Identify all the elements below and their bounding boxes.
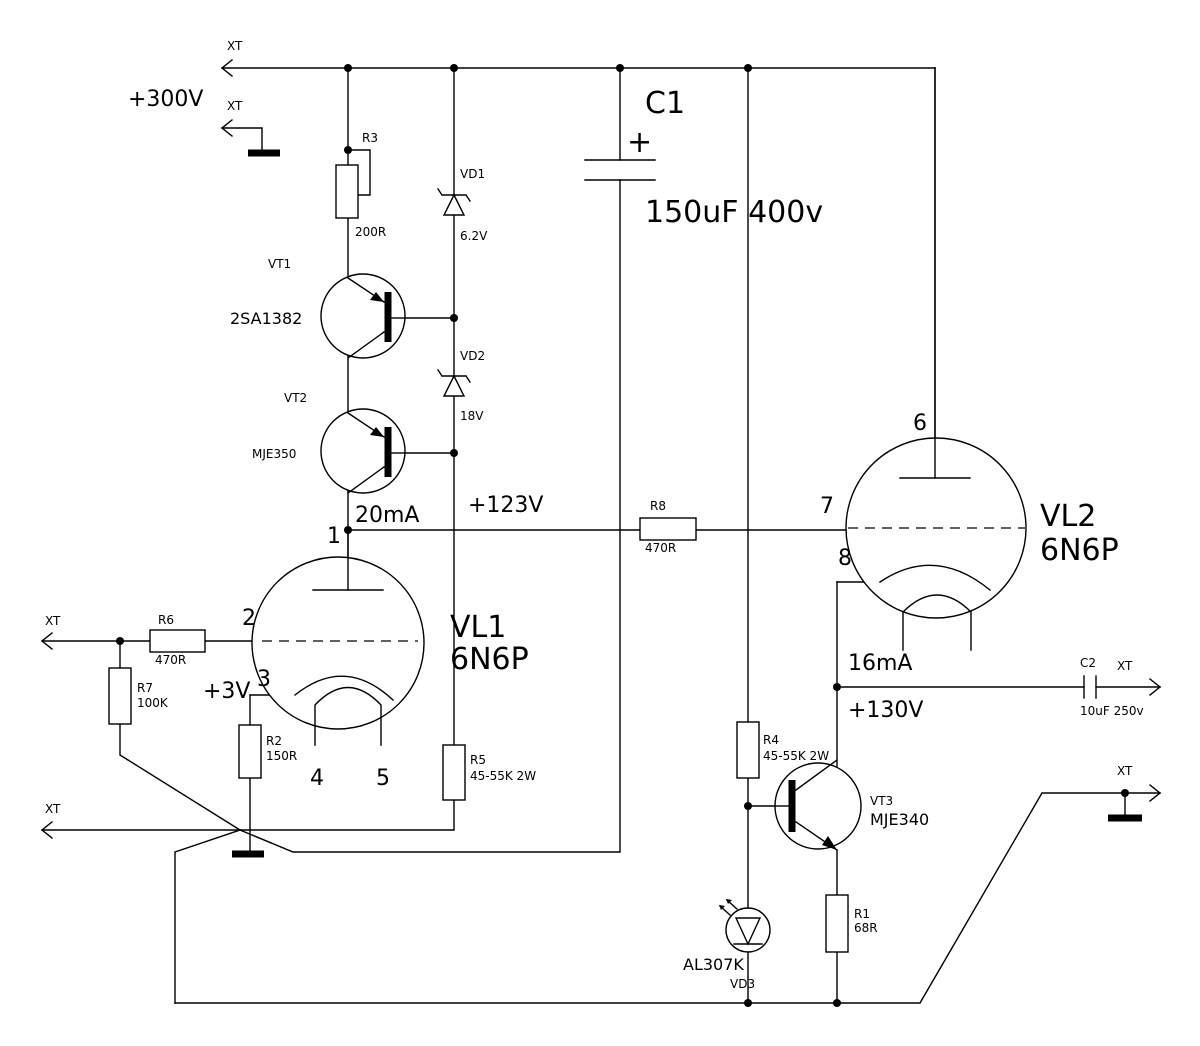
r7-resistor: R7 100K [108, 667, 169, 725]
c2-ref: C2 [1080, 656, 1096, 670]
r5-resistor: R5 45-55K 2W [442, 744, 536, 801]
r4-resistor: R4 45-55K 2W [736, 721, 829, 779]
vl1-tube: 1 2 3 4 5 VL1 6N6P [242, 524, 529, 791]
vl1-current-label: 20mA [355, 503, 419, 528]
r5-ref: R5 [470, 753, 486, 767]
vd1-zener: VD1 6.2V [437, 167, 488, 243]
out-voltage-label: +130V [848, 698, 923, 723]
vl1-ref: VL1 [450, 610, 506, 645]
vt2-ref: VT2 [284, 391, 307, 405]
vt2-part: MJE350 [252, 447, 296, 461]
r4-value: 45-55K 2W [763, 749, 829, 763]
vd1-value: 6.2V [460, 229, 488, 243]
c1-ref: C1 [645, 86, 685, 121]
c1-capacitor: C1 + 150uF 400v [584, 86, 823, 230]
vl2-tube: 6 7 8 VL2 6N6P [820, 67, 1119, 651]
vd2-value: 18V [460, 409, 484, 423]
vd2-ref: VD2 [460, 349, 485, 363]
vt3-ref: VT3 [870, 794, 893, 808]
c1-plus: + [627, 125, 652, 160]
vt3-part: MJE340 [870, 810, 929, 829]
vd2-zener: VD2 18V [437, 349, 485, 423]
xt-label-out: XT [1117, 659, 1133, 673]
vd3-ref: VD3 [730, 977, 755, 991]
vt3-transistor: VT3 MJE340 [774, 759, 929, 851]
r3-resistor: R3 200R [335, 131, 386, 239]
r4-ref: R4 [763, 733, 779, 747]
xt-label-in: XT [45, 614, 61, 628]
vl2-current-label: 16mA [848, 651, 912, 676]
vl2-pin-8: 8 [838, 546, 852, 571]
supply-voltage-label: +300V [128, 87, 203, 112]
r8-value: 470R [645, 541, 676, 555]
xt-label-top: XT [227, 39, 243, 53]
vl1-pin-2: 2 [242, 606, 256, 631]
xt-label-gnd2: XT [1117, 764, 1133, 778]
vd3-part: AL307K [683, 955, 744, 974]
r6-value: 470R [155, 653, 186, 667]
xt-label-gnd: XT [227, 99, 243, 113]
vl1-pin-3: 3 [257, 667, 271, 692]
vt1-transistor: VT1 2SA1382 [230, 257, 406, 359]
r5-value: 45-55K 2W [470, 769, 536, 783]
r6-resistor: R6 470R [149, 613, 206, 667]
r8-resistor: R8 470R [639, 499, 697, 555]
vt2-transistor: VT2 MJE350 [252, 391, 406, 494]
ground-symbols [232, 149, 1142, 858]
vt1-part: 2SA1382 [230, 309, 302, 328]
junction-dots [116, 64, 1129, 1007]
node-voltage-label: +123V [468, 493, 543, 518]
r6-ref: R6 [158, 613, 174, 627]
xt-label-ret: XT [45, 802, 61, 816]
r1-resistor: R1 68R [825, 894, 878, 953]
vl1-pin-5: 5 [376, 766, 390, 791]
c2-value: 10uF 250v [1080, 704, 1144, 718]
vl2-pin-7: 7 [820, 494, 834, 519]
vl1-pin-4: 4 [310, 766, 324, 791]
vl2-pin-6: 6 [913, 411, 927, 436]
vl2-tube-type: 6N6P [1040, 533, 1119, 568]
vd1-ref: VD1 [460, 167, 485, 181]
r7-value: 100K [137, 696, 169, 710]
r8-ref: R8 [650, 499, 666, 513]
r2-value: 150R [266, 749, 297, 763]
r7-ref: R7 [137, 681, 153, 695]
r2-resistor: R2 150R [238, 724, 297, 779]
vt1-ref: VT1 [268, 257, 291, 271]
vl1-tube-type: 6N6P [450, 642, 529, 677]
r1-ref: R1 [854, 907, 870, 921]
r1-value: 68R [854, 921, 878, 935]
vd3-led: AL307K VD3 [683, 899, 771, 991]
xt-connectors: XT XT XT XT XT XT [40, 39, 1162, 839]
r3-ref: R3 [362, 131, 378, 145]
c1-value: 150uF 400v [645, 195, 823, 230]
c2-capacitor: C2 10uF 250v [1080, 656, 1144, 718]
r2-ref: R2 [266, 734, 282, 748]
bias-voltage-label: +3V [203, 679, 250, 704]
vl2-ref: VL2 [1040, 499, 1096, 534]
r3-value: 200R [355, 225, 386, 239]
vl1-pin-1: 1 [327, 524, 341, 549]
